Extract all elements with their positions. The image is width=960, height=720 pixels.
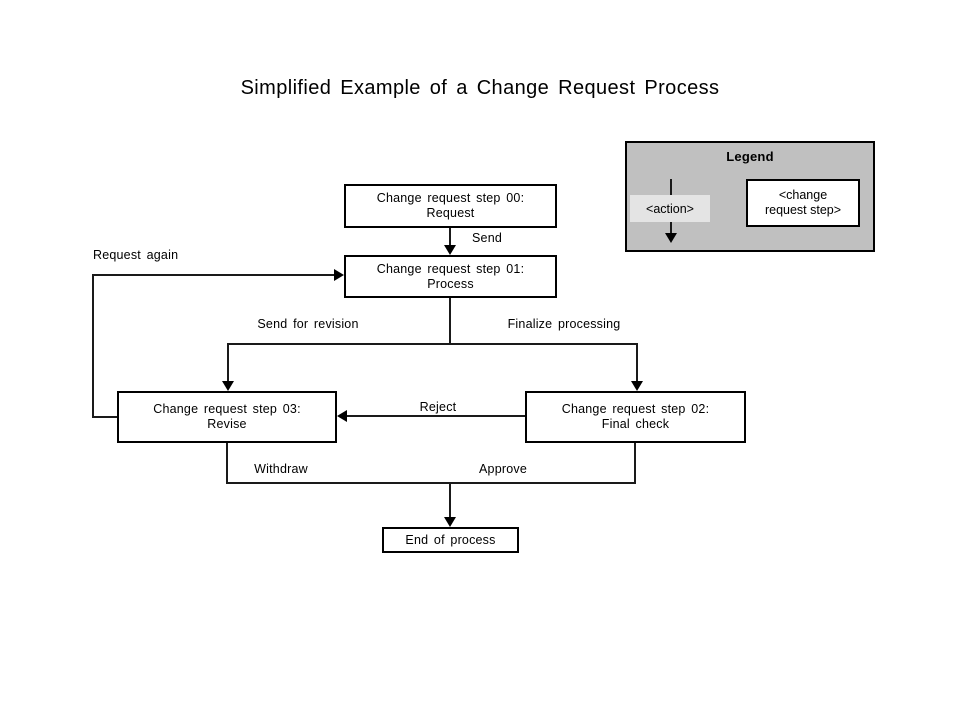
edge-label-send: Send xyxy=(472,231,502,245)
node-step00-request: Change request step 00: Request xyxy=(344,184,557,228)
edge-send-line xyxy=(449,228,451,246)
edge-request-again-bottom-line xyxy=(93,416,117,418)
node-step02-line1: Change request step 02: xyxy=(561,402,710,416)
node-step00-line1: Change request step 00: xyxy=(376,191,525,205)
edge-finalize-down-line xyxy=(636,345,638,381)
edge-end-down-line xyxy=(449,484,451,517)
node-end-label: End of process xyxy=(405,532,496,547)
edge-request-again-vertical-line xyxy=(92,274,94,418)
edge-label-request-again: Request again xyxy=(93,248,179,262)
legend-arrowhead-down-icon xyxy=(665,233,677,243)
node-end-of-process: End of process xyxy=(382,527,519,553)
edge-reject-arrowhead-left-icon xyxy=(337,410,347,422)
node-step02-line2: Final check xyxy=(601,417,670,431)
edge-label-finalize-processing: Finalize processing xyxy=(507,317,621,331)
node-step01-line2: Process xyxy=(427,276,474,291)
edge-split-horizontal-line xyxy=(227,343,638,345)
node-step01-process: Change request step 01: Process xyxy=(344,255,557,298)
edge-process-down-line xyxy=(449,298,451,345)
edge-revision-arrowhead-down-icon xyxy=(222,381,234,391)
node-step03-line1: Change request step 03: xyxy=(153,402,301,416)
edge-label-withdraw: Withdraw xyxy=(254,462,308,476)
edge-request-again-top-line xyxy=(92,274,334,276)
legend-panel: Legend <action> <change request step> xyxy=(625,141,875,252)
node-step03-line2: Revise xyxy=(207,417,247,431)
legend-action-label: <action> xyxy=(630,195,710,222)
legend-step-label-line1: <change xyxy=(778,188,828,202)
legend-step-label-line2: request step> xyxy=(764,203,842,217)
edge-label-approve: Approve xyxy=(479,462,527,476)
node-step02-final-check: Change request step 02: Final check xyxy=(525,391,746,443)
node-step03-revise: Change request step 03: Revise xyxy=(117,391,337,443)
edge-approve-down-line xyxy=(634,443,636,484)
legend-step-box: <change request step> xyxy=(746,179,860,227)
node-step01-line1: Change request step 01: xyxy=(376,261,525,276)
node-step00-line2: Request xyxy=(426,206,475,220)
edge-request-again-arrowhead-right-icon xyxy=(334,269,344,281)
edge-join-horizontal-line xyxy=(226,482,636,484)
edge-send-arrowhead-down-icon xyxy=(444,245,456,255)
edge-label-send-for-revision: Send for revision xyxy=(257,317,359,331)
edge-withdraw-down-line xyxy=(226,443,228,484)
edge-finalize-arrowhead-down-icon xyxy=(631,381,643,391)
legend-title: Legend xyxy=(726,149,774,164)
edge-reject-line xyxy=(346,415,525,417)
edge-end-arrowhead-down-icon xyxy=(444,517,456,527)
edge-revision-down-line xyxy=(227,345,229,381)
diagram-title: Simplified Example of a Change Request P… xyxy=(240,77,720,99)
edge-label-reject: Reject xyxy=(419,400,457,414)
